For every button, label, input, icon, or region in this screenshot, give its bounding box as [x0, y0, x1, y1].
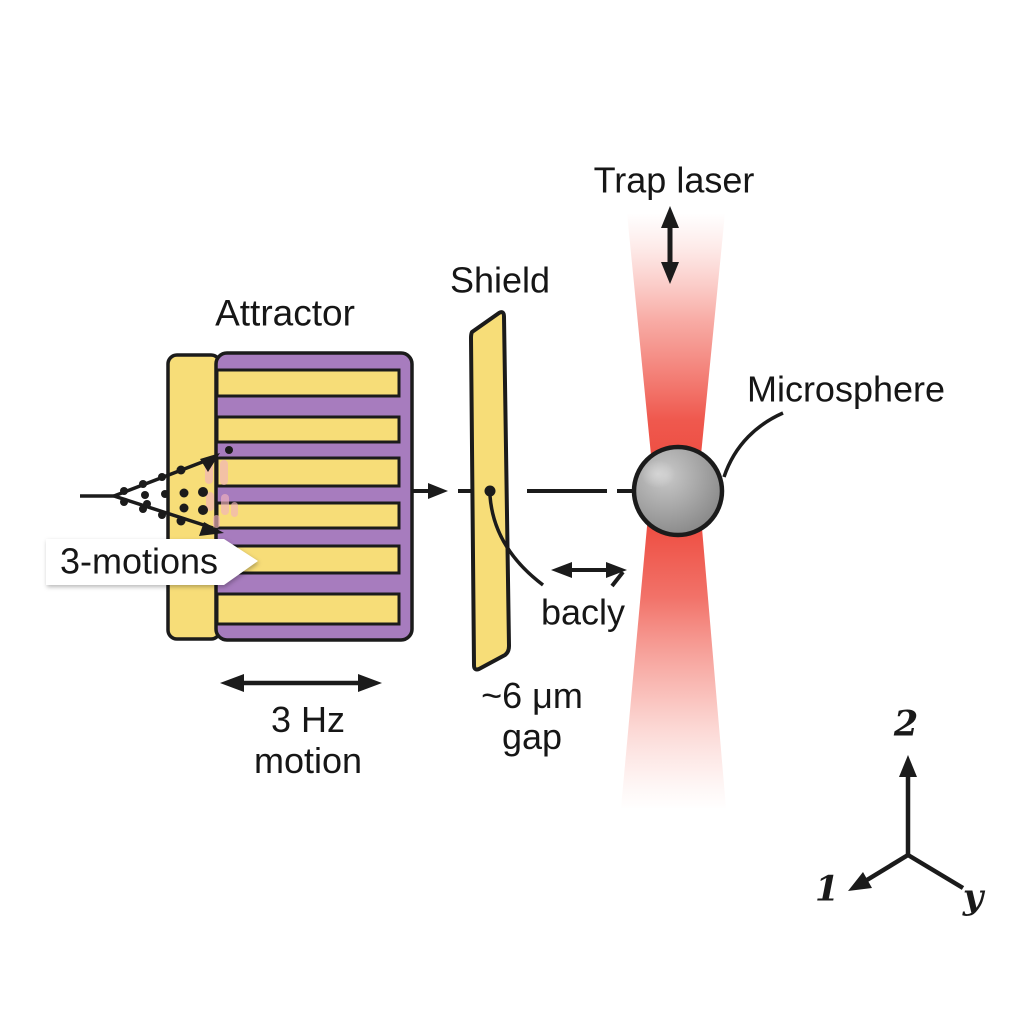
microsphere-label: Microsphere — [746, 368, 946, 410]
motion-frequency-label: 3 Hz motion — [254, 699, 362, 781]
trap-laser-label: Trap laser — [593, 159, 755, 201]
motion-frequency-line1: 3 Hz — [270, 699, 346, 740]
attractor-gold-fingers — [215, 368, 401, 626]
gap-size-line2: gap — [501, 716, 563, 757]
laser-beam-top-cone — [627, 213, 725, 500]
attractor-motion-arrow — [220, 674, 382, 692]
gap-size-line1: ~6 μm — [481, 675, 583, 716]
microsphere-sphere — [631, 444, 725, 538]
motions-banner-shape — [46, 539, 258, 585]
axis-right-label: y — [962, 876, 984, 918]
microsphere-leader — [722, 411, 784, 478]
laser-beam-bottom-cone — [621, 505, 726, 808]
fan-dots — [120, 446, 233, 526]
shield-axis-dot — [484, 485, 496, 497]
attractor-label: Attractor — [215, 292, 355, 334]
axis-left-label: 1 — [814, 868, 840, 910]
gap-callout-label: bacly — [540, 591, 626, 633]
motions-banner-label: 3-motions — [59, 540, 219, 582]
gap-callout-leader — [488, 495, 545, 587]
gap-arrow — [551, 562, 627, 588]
motion-frequency-line2: motion — [253, 740, 363, 781]
gap-size-label: ~6 μm gap — [481, 675, 583, 757]
beam-axis-dashed-line — [412, 483, 632, 499]
trap-laser-motion-arrow — [661, 206, 679, 284]
axis-triad — [848, 755, 965, 891]
axis-up-label: 2 — [893, 703, 919, 745]
shield-label: Shield — [449, 259, 551, 301]
fan-pink-marks — [205, 460, 238, 528]
dotted-fan — [80, 446, 233, 536]
